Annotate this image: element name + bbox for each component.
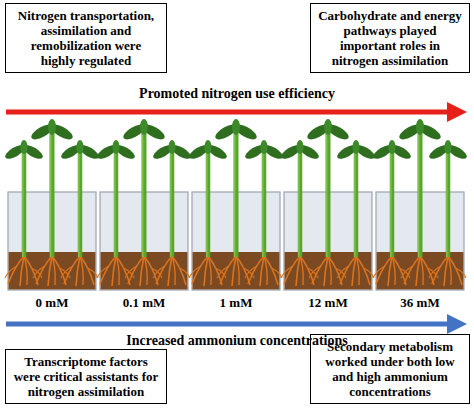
red-arrow xyxy=(6,110,458,115)
concentration-label: 0.1 mM xyxy=(123,295,166,311)
concentration-label: 36 mM xyxy=(400,295,439,311)
text-box: Transcriptome factors were critical assi… xyxy=(5,349,167,404)
text-box: Carbohydrate and energy pathways played … xyxy=(310,3,470,73)
arrow-caption: Promoted nitrogen use efficiency xyxy=(139,86,335,102)
box-text: Carbohydrate and energy pathways played … xyxy=(317,8,463,68)
text-box: Nitrogen transportation, assimilation an… xyxy=(5,3,167,73)
concentration-label: 0 mM xyxy=(36,295,69,311)
box-text: Nitrogen transportation, assimilation an… xyxy=(12,8,160,68)
plant-pots xyxy=(3,119,469,290)
blue-arrow xyxy=(6,322,458,327)
concentration-label: 12 mM xyxy=(308,295,347,311)
box-text: Transcriptome factors were critical assi… xyxy=(12,354,160,399)
arrow-caption: Increased ammonium concentrations xyxy=(126,333,347,349)
concentration-label: 1 mM xyxy=(220,295,253,311)
